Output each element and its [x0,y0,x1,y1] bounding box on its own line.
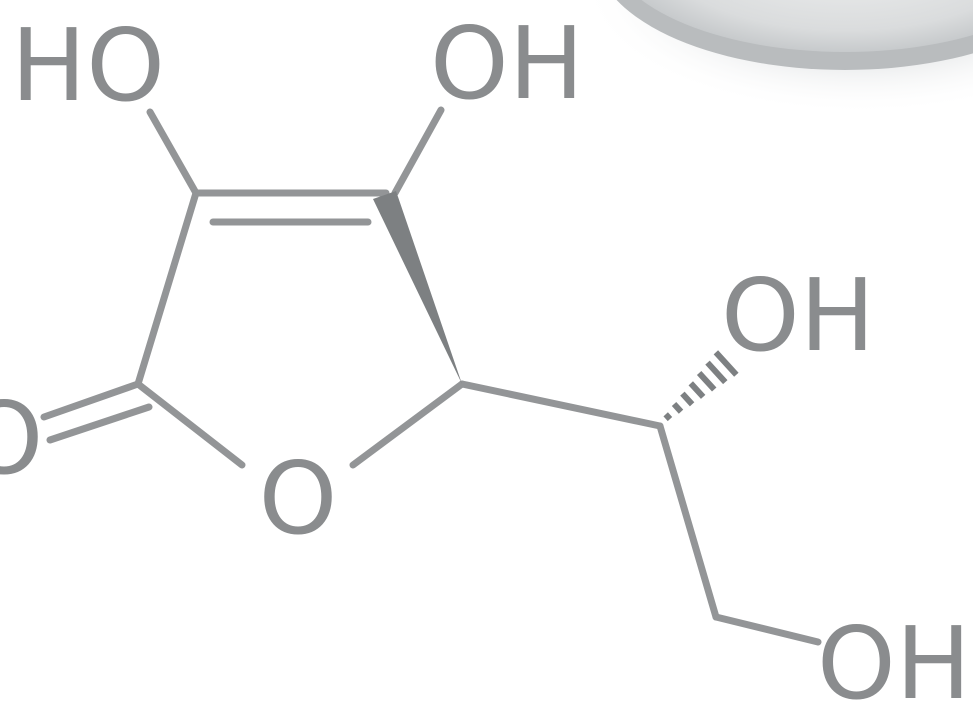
bond-c4-o-double-outer [40,380,142,421]
atom-label-ho-top-left: HO [11,7,165,124]
bond-c2-to-oh [391,106,445,197]
atom-label-oh-bottom-right: OH [817,605,971,704]
hash-segment [696,370,717,392]
hash-segment [713,350,739,377]
hash-segment [663,412,673,422]
stereo-hashed-wedge-bond [663,350,739,422]
hash-segment [680,391,695,407]
hash-segment [671,401,684,414]
hash-segment [688,381,706,399]
bond-c4-o-double-inner [46,403,153,444]
bond-ho-to-c3 [146,108,200,197]
bond-side-carbon-to-ch2 [656,422,720,621]
bond-ring-oxygen-to-c1 [349,380,466,469]
stereo-wedge-bond [373,191,462,384]
plate-body [641,0,973,52]
atom-label-ring-oxygen: O [259,440,338,557]
atom-label-oh-side-chain: OH [721,257,875,374]
bond-ch2-to-oh [712,613,822,646]
atom-label-carbonyl-oxygen: O [0,380,43,497]
atom-label-oh-top: OH [430,5,584,122]
hash-segment [705,360,728,385]
bond-c4-to-ring-oxygen [134,380,246,469]
bond-c1-to-side-carbon [458,380,664,430]
bond-c3-to-c4 [134,189,200,388]
